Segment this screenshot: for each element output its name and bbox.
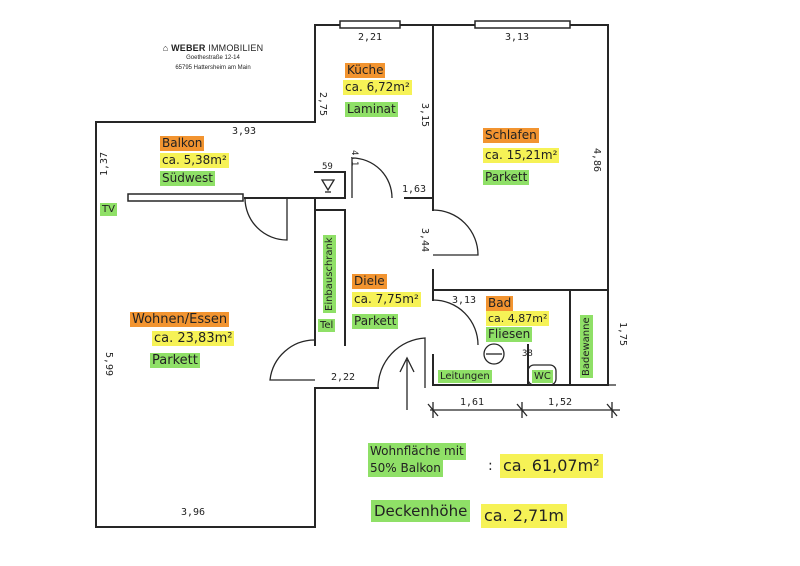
dim-schlafen-height: 4,86: [591, 148, 602, 173]
telephone-socket-label: Tel: [318, 319, 336, 332]
room-area-schlafen: ca. 15,21m²: [483, 148, 560, 163]
company-logo: ⌂ WEBER IMMOBILIEN Goethestraße 12-14 65…: [148, 43, 278, 73]
washbasin: [483, 343, 505, 365]
ceiling-height-value: ca. 2,71m: [481, 504, 567, 528]
balcony-door-window: [127, 193, 244, 202]
dim-wohnen-height: 5,99: [103, 352, 114, 377]
dim-bad-height: 1,75: [617, 322, 628, 347]
dim-bad-width: 3,13: [452, 295, 477, 306]
company-name-light: IMMOBILIEN: [205, 43, 264, 53]
entrance-door-swing: [377, 337, 426, 389]
dim-kueche-height: 2,75: [317, 92, 328, 117]
room-name-kueche: Küche: [345, 63, 386, 78]
entrance-arrow-head: [399, 356, 415, 373]
room-name-balkon: Balkon: [160, 136, 205, 151]
dim-closet-width: 59: [322, 162, 333, 172]
room-area-balkon: ca. 5,38m²: [160, 153, 229, 168]
company-city: 65795 Hattersheim am Main: [175, 65, 251, 71]
room-area-bad: ca. 4,87m²: [486, 311, 550, 326]
company-street: Goethestraße 12-14: [186, 55, 240, 61]
dim-bottom-left: 1,61: [460, 397, 485, 408]
bedroom-window: [474, 20, 571, 29]
living-room-wall: [95, 197, 316, 528]
storage-triangle: [320, 179, 336, 192]
dim-kueche-right: 3,15: [419, 103, 430, 128]
toilet: [527, 364, 557, 386]
room-name-diele: Diele: [352, 274, 387, 289]
living-area-label: Wohnfläche mit 50% Balkon: [368, 443, 466, 477]
ceiling-height-label: Deckenhöhe: [371, 500, 471, 522]
dim-balkon-height: 1,37: [99, 151, 110, 176]
house-hand-icon: ⌂: [162, 43, 169, 53]
dim-diele-upper: 1,63: [402, 184, 427, 195]
room-floor-wohnen: Parkett: [150, 353, 200, 368]
living-door-swing: [269, 339, 316, 381]
dim-kueche-width: 2,21: [358, 32, 383, 43]
room-floor-balkon: Südwest: [160, 171, 215, 186]
room-name-schlafen: Schlafen: [483, 128, 539, 143]
kitchen-window: [339, 20, 401, 29]
room-floor-diele: Parkett: [352, 314, 399, 329]
room-floor-bad: Fliesen: [486, 327, 533, 342]
living-area-colon: :: [488, 458, 493, 474]
built-in-closet-label: Einbauschrank: [323, 235, 336, 313]
dim-wc-width: 38: [522, 349, 533, 359]
bedroom-door-swing: [432, 209, 479, 256]
room-name-bad: Bad: [486, 296, 514, 311]
room-area-diele: ca. 7,75m²: [352, 292, 421, 307]
wc-label: WC: [532, 370, 553, 383]
balcony-door-swing: [244, 197, 288, 241]
tv-socket-label: TV: [100, 203, 117, 216]
bathtub-label: Badewanne: [580, 315, 593, 378]
room-floor-schlafen: Parkett: [483, 170, 530, 185]
living-area-label-line1: Wohnfläche mit: [368, 443, 466, 460]
dim-balkon-width: 3,93: [232, 126, 257, 137]
dim-bottom-right: 1,52: [548, 397, 573, 408]
dim-wohnen-width: 3,96: [181, 507, 206, 518]
dim-diele-lower: 2,22: [331, 372, 356, 383]
room-area-wohnen: ca. 23,83m²: [152, 331, 235, 346]
kitchen-door-swing: [351, 157, 393, 199]
company-name-bold: WEBER: [171, 43, 206, 53]
dim-door-small: 4,1: [349, 150, 359, 167]
dim-diele-height: 3,44: [419, 228, 430, 253]
balcony-wall: [95, 121, 316, 199]
bath-door-swing: [432, 299, 479, 346]
living-area-value: ca. 61,07m²: [500, 454, 603, 478]
room-floor-kueche: Laminat: [345, 102, 398, 117]
room-name-wohnen: Wohnen/Essen: [130, 312, 230, 327]
living-area-label-line2: 50% Balkon: [368, 460, 443, 477]
room-area-kueche: ca. 6,72m²: [343, 80, 412, 95]
dim-schlafen-width: 3,13: [505, 32, 530, 43]
pipes-label: Leitungen: [438, 370, 492, 383]
